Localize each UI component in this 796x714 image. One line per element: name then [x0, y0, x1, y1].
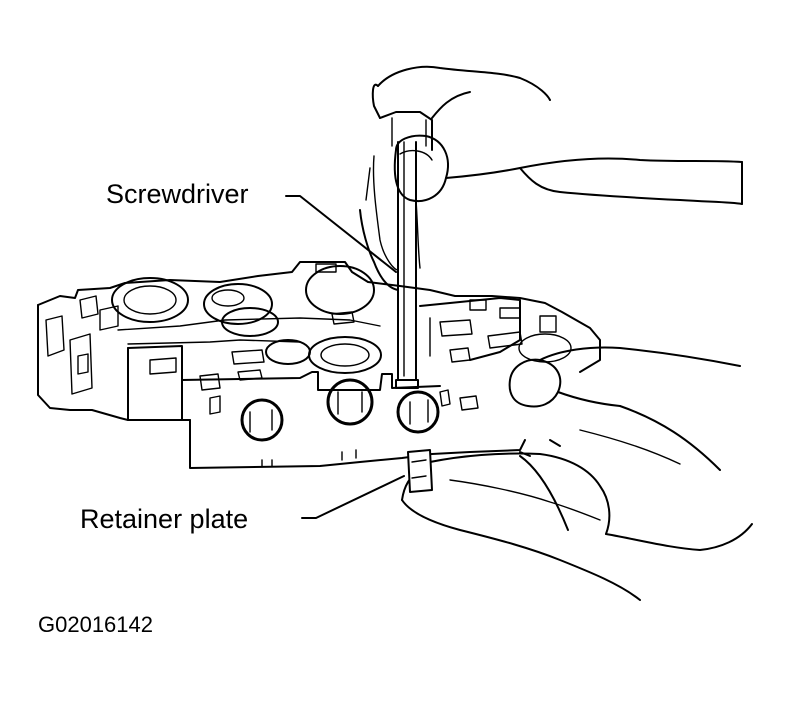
retainer-plate-label: Retainer plate [80, 504, 249, 534]
upper-hand [359, 65, 743, 291]
retainer-plate-leader-line [301, 475, 405, 519]
leader-lines [285, 195, 405, 519]
valve-body [37, 261, 601, 469]
screwdriver-label: Screwdriver [106, 179, 249, 209]
figure-id: G02016142 [38, 612, 153, 637]
lower-hand [401, 346, 753, 601]
retainer-plate [407, 449, 433, 493]
screwdriver-leader-line [285, 195, 397, 273]
screwdriver [379, 111, 433, 389]
